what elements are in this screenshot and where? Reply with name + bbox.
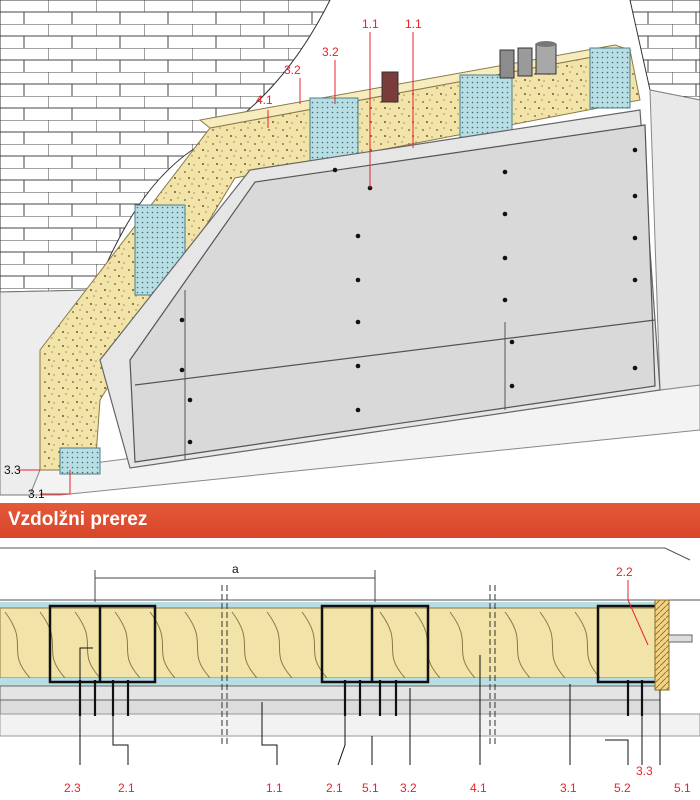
wall-3d-view: 1.1 1.1 3.2 3.2 4.1 3.3 3.1	[0, 0, 700, 501]
label-3-1: 3.1	[28, 487, 45, 501]
label-5-1-a: 5.1	[362, 781, 379, 795]
label-2-3: 2.3	[64, 781, 81, 795]
label-5-2: 5.2	[614, 781, 631, 795]
label-1-1-a: 1.1	[362, 17, 379, 31]
dimension-label: a	[232, 562, 239, 576]
end-sealant	[654, 599, 670, 691]
label-2-2: 2.2	[616, 565, 633, 579]
label-3-3: 3.3	[4, 463, 21, 477]
dimension-line	[94, 570, 376, 605]
right-wall	[649, 89, 700, 391]
profile-top-2	[459, 74, 513, 138]
label-4-1-section: 4.1	[470, 781, 487, 795]
label-1-1-section: 1.1	[266, 781, 283, 795]
section-floor	[0, 713, 700, 737]
brick-wall-right	[629, 0, 700, 101]
label-3-3-section: 3.3	[636, 764, 653, 778]
section-board-1	[0, 685, 661, 701]
section-leaders	[79, 647, 661, 766]
top-leaders	[18, 32, 414, 495]
label-4-1: 4.1	[256, 93, 273, 107]
label-1-1-b: 1.1	[405, 17, 422, 31]
section-title: Vzdolžni prerez	[8, 509, 148, 530]
pipes	[381, 41, 557, 103]
board-front-layer	[129, 124, 656, 463]
end-wall-mark	[669, 634, 693, 643]
profile-top-3	[589, 47, 631, 109]
label-3-2-a: 3.2	[284, 63, 301, 77]
profile-bottom	[59, 447, 101, 475]
label-2-1-a: 2.1	[118, 781, 135, 795]
label-3-2-section: 3.2	[400, 781, 417, 795]
section-frame	[0, 547, 700, 601]
label-3-2-b: 3.2	[322, 45, 339, 59]
section-board-2	[0, 699, 661, 715]
section-banner: Vzdolžni prerez	[0, 503, 700, 538]
end-profile-leader	[627, 580, 649, 646]
label-5-1-b: 5.1	[674, 781, 691, 795]
section-view: a	[0, 547, 700, 795]
label-3-1-section: 3.1	[560, 781, 577, 795]
section-insulation	[0, 607, 661, 679]
board-joint-horizontal	[134, 319, 656, 386]
label-2-1-b: 2.1	[326, 781, 343, 795]
screw-dots	[179, 147, 638, 445]
